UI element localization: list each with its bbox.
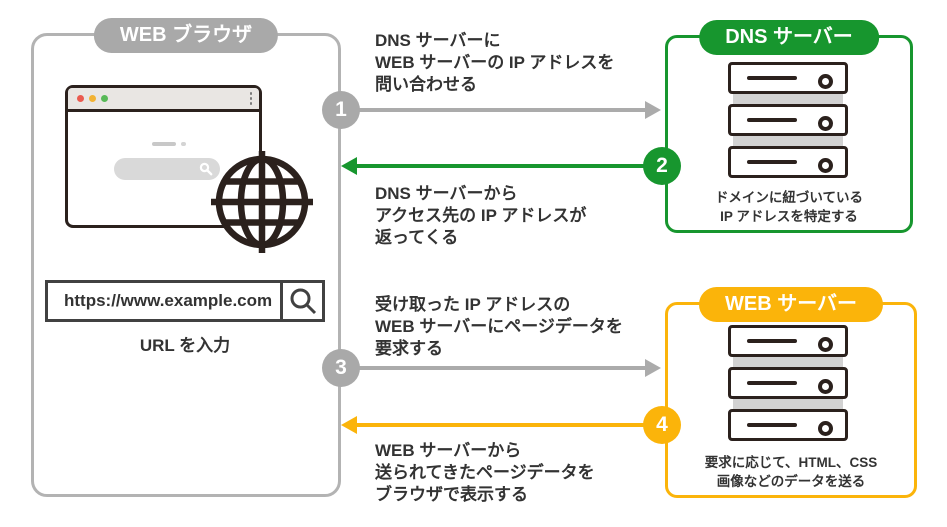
step3-arrow xyxy=(341,366,647,370)
server-band xyxy=(733,357,843,367)
web-server-label: WEB サーバー xyxy=(698,287,884,322)
dns-caption-line1: ドメインに紐づいている xyxy=(714,190,864,205)
browser-titlebar xyxy=(68,88,259,112)
web-server-caption: 要求に応じて、HTML、CSS 画像などのデータを送る xyxy=(668,453,914,491)
step2-description: DNS サーバーから アクセス先の IP アドレスが 返ってくる xyxy=(375,183,586,249)
browser-window-illustration xyxy=(65,85,262,228)
dns-server-caption: ドメインに紐づいている IP アドレスを特定する xyxy=(668,188,910,226)
server-icon xyxy=(728,325,848,441)
step1-arrowhead-icon xyxy=(645,101,661,119)
titlebar-dot-green xyxy=(101,95,108,102)
step3-description: 受け取った IP アドレスの WEB サーバーにページデータを 要求する xyxy=(375,294,623,360)
browser-search-bar xyxy=(114,158,220,180)
url-caption: URL を入力 xyxy=(139,336,231,355)
kebab-menu-icon xyxy=(249,92,252,107)
step4-arrowhead-icon xyxy=(341,416,357,434)
step1-badge: 1 xyxy=(322,91,360,129)
titlebar-dot-red xyxy=(77,95,84,102)
server-band xyxy=(733,94,843,104)
dns-server-label: DNS サーバー xyxy=(699,20,879,55)
url-input: https://www.example.com xyxy=(45,280,325,322)
step3-line3: 要求する xyxy=(375,339,443,358)
step1-description: DNS サーバーに WEB サーバーの IP アドレスを 問い合わせる xyxy=(375,30,614,96)
dns-caption-line2: IP アドレスを特定する xyxy=(720,209,858,224)
server-icon xyxy=(728,62,848,178)
step2-badge: 2 xyxy=(643,147,681,185)
step2-line1: DNS サーバーから xyxy=(375,184,518,203)
web-browser-panel: WEB ブラウザ xyxy=(31,18,341,497)
step2-line2: アクセス先の IP アドレスが xyxy=(375,206,587,225)
globe-icon xyxy=(211,151,313,253)
step3-badge: 3 xyxy=(322,349,360,387)
url-text: https://www.example.com xyxy=(64,291,273,310)
search-icon xyxy=(199,162,213,176)
server-unit xyxy=(728,367,848,399)
web-server-panel: WEB サーバー 要求に応じて、HTML、CSS 画像などのデータを送る xyxy=(665,287,917,498)
step4-arrow xyxy=(357,423,662,427)
step1-line2: WEB サーバーの IP アドレスを xyxy=(375,53,615,72)
step3-line1: 受け取った IP アドレスの xyxy=(375,295,571,314)
step4-badge: 4 xyxy=(643,406,681,444)
step4-line1: WEB サーバーから xyxy=(375,441,522,460)
web-caption-line2: 画像などのデータを送る xyxy=(716,474,866,489)
web-caption-line1: 要求に応じて、HTML、CSS xyxy=(704,455,878,470)
step2-arrowhead-icon xyxy=(341,157,357,175)
server-band xyxy=(733,399,843,409)
url-search-button xyxy=(280,283,322,319)
server-unit xyxy=(728,104,848,136)
step2-arrow xyxy=(357,164,662,168)
magnifier-icon xyxy=(290,288,316,315)
text-placeholder-small xyxy=(181,142,186,146)
step2-line3: 返ってくる xyxy=(375,228,459,247)
server-band xyxy=(733,136,843,146)
server-unit xyxy=(728,146,848,178)
step3-arrowhead-icon xyxy=(645,359,661,377)
dns-server-panel: DNS サーバー ドメインに紐づいている IP アドレスを特定する xyxy=(665,20,913,233)
text-placeholder xyxy=(152,142,176,146)
step4-line3: ブラウザで表示する xyxy=(375,485,528,504)
server-unit xyxy=(728,62,848,94)
step1-arrow xyxy=(341,108,647,112)
server-unit xyxy=(728,325,848,357)
server-unit xyxy=(728,409,848,441)
step4-description: WEB サーバーから 送られてきたページデータを ブラウザで表示する xyxy=(375,440,595,506)
step4-line2: 送られてきたページデータを xyxy=(375,463,595,482)
step3-line2: WEB サーバーにページデータを xyxy=(375,317,623,336)
titlebar-dot-yellow xyxy=(89,95,96,102)
web-browser-label: WEB ブラウザ xyxy=(93,18,279,53)
step1-line1: DNS サーバーに xyxy=(375,31,501,50)
step1-line3: 問い合わせる xyxy=(375,75,477,94)
